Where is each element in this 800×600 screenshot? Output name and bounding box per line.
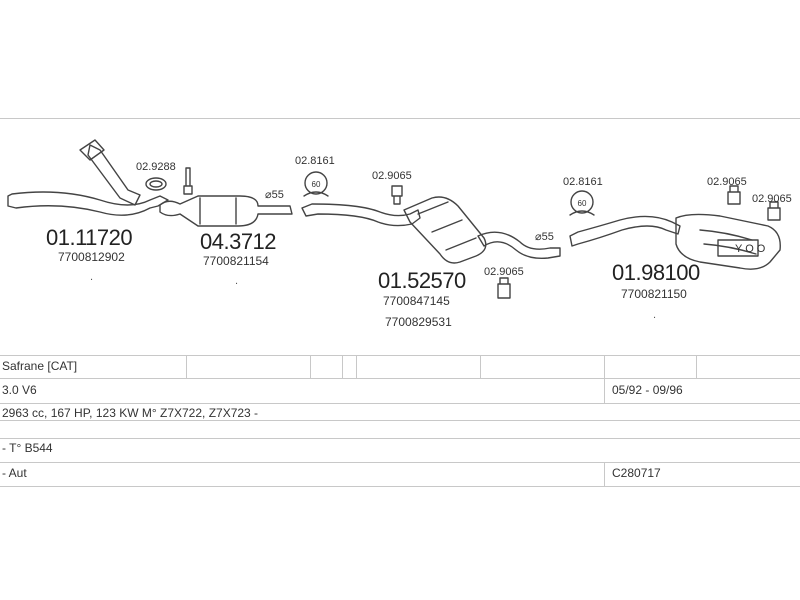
part-number: 04.3712 — [200, 229, 277, 254]
table-col-rule — [604, 462, 605, 486]
transmission: - Aut — [2, 466, 27, 480]
rear-pipe-drawing — [569, 215, 681, 247]
middle-pipe-drawing — [301, 203, 421, 227]
pipe-diameter: ⌀55 — [535, 231, 554, 243]
part-number: 01.11720 — [46, 225, 133, 250]
table-rule — [0, 462, 800, 463]
hanger-drawing — [391, 185, 403, 205]
marker-dot: . — [90, 271, 94, 283]
catalyst-drawing — [159, 195, 293, 227]
front-pipe-flange — [79, 139, 105, 161]
accessory-ref: 02.8161 — [563, 176, 603, 188]
oem-number: 7700821154 — [203, 254, 269, 268]
accessory-ref: 02.8161 — [295, 155, 335, 167]
gasket-ring — [145, 177, 167, 191]
table-rule — [0, 355, 800, 356]
middle-silencer-drawing — [403, 196, 487, 264]
table-col-rule — [356, 355, 357, 378]
table-col-rule — [186, 355, 187, 378]
tailpipe-letter: Y O O — [735, 243, 766, 255]
part-number: 01.98100 — [612, 260, 700, 285]
lambda-sensor — [183, 167, 193, 195]
oem-number: 7700812902 — [58, 250, 125, 264]
catalogue-code: C280717 — [612, 466, 661, 480]
clamp-size-label: 60 — [312, 180, 321, 189]
table-rule — [0, 403, 800, 404]
table-rule — [0, 438, 800, 439]
table-col-rule — [696, 355, 697, 378]
clamp-drawing — [304, 171, 328, 195]
table-col-rule — [604, 355, 605, 403]
marker-dot: . — [653, 309, 657, 321]
part-number: 01.52570 — [378, 268, 466, 293]
clamp-size-label: 60 — [578, 199, 587, 208]
accessory-ref: 02.9065 — [372, 170, 412, 182]
engine: 3.0 V6 — [2, 383, 37, 397]
engine-spec: 2963 cc, 167 HP, 123 KW M° Z7X722, Z7X72… — [2, 406, 259, 420]
vehicle-model: Safrane [CAT] — [2, 359, 78, 373]
oem-number: 7700847145 — [383, 294, 450, 308]
accessory-ref: 02.9065 — [484, 266, 524, 278]
front-pipe-branch — [87, 144, 141, 206]
accessory-ref: 02.9065 — [707, 176, 747, 188]
table-col-rule — [310, 355, 311, 378]
production-years: 05/92 - 09/96 — [612, 383, 683, 397]
oem-number: 7700829531 — [385, 315, 452, 329]
table-rule — [0, 486, 800, 487]
table-col-rule — [480, 355, 481, 378]
accessory-ref: 02.9288 — [136, 161, 176, 173]
table-rule — [0, 420, 800, 421]
rear-silencer-drawing — [675, 213, 781, 270]
table-col-rule — [342, 355, 343, 378]
accessory-ref: 02.9065 — [752, 193, 792, 205]
front-pipe-drawing — [7, 191, 169, 216]
pipe-diameter: ⌀55 — [265, 189, 284, 201]
vehicle-type: - T° B544 — [2, 441, 53, 455]
table-rule — [0, 378, 800, 379]
marker-dot: . — [235, 275, 239, 287]
oem-number: 7700821150 — [621, 287, 687, 301]
divider — [0, 118, 800, 119]
